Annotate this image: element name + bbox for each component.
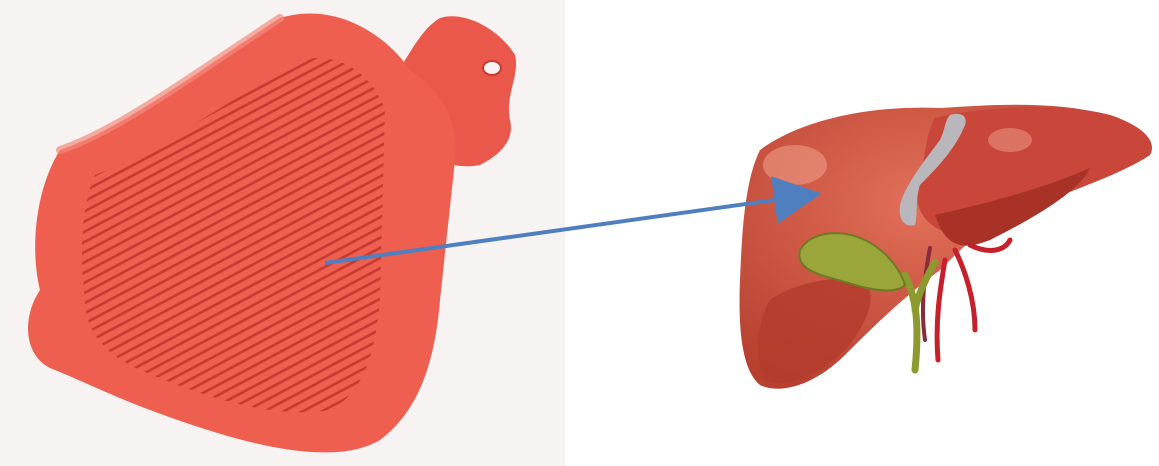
- liver-highlight-1: [763, 145, 827, 185]
- hot-water-bottle: [28, 14, 516, 453]
- liver-highlight-2: [988, 128, 1032, 152]
- bottle-ribbed-panel: [82, 58, 385, 412]
- bottle-hanging-hole: [483, 61, 501, 75]
- liver: [740, 105, 1152, 389]
